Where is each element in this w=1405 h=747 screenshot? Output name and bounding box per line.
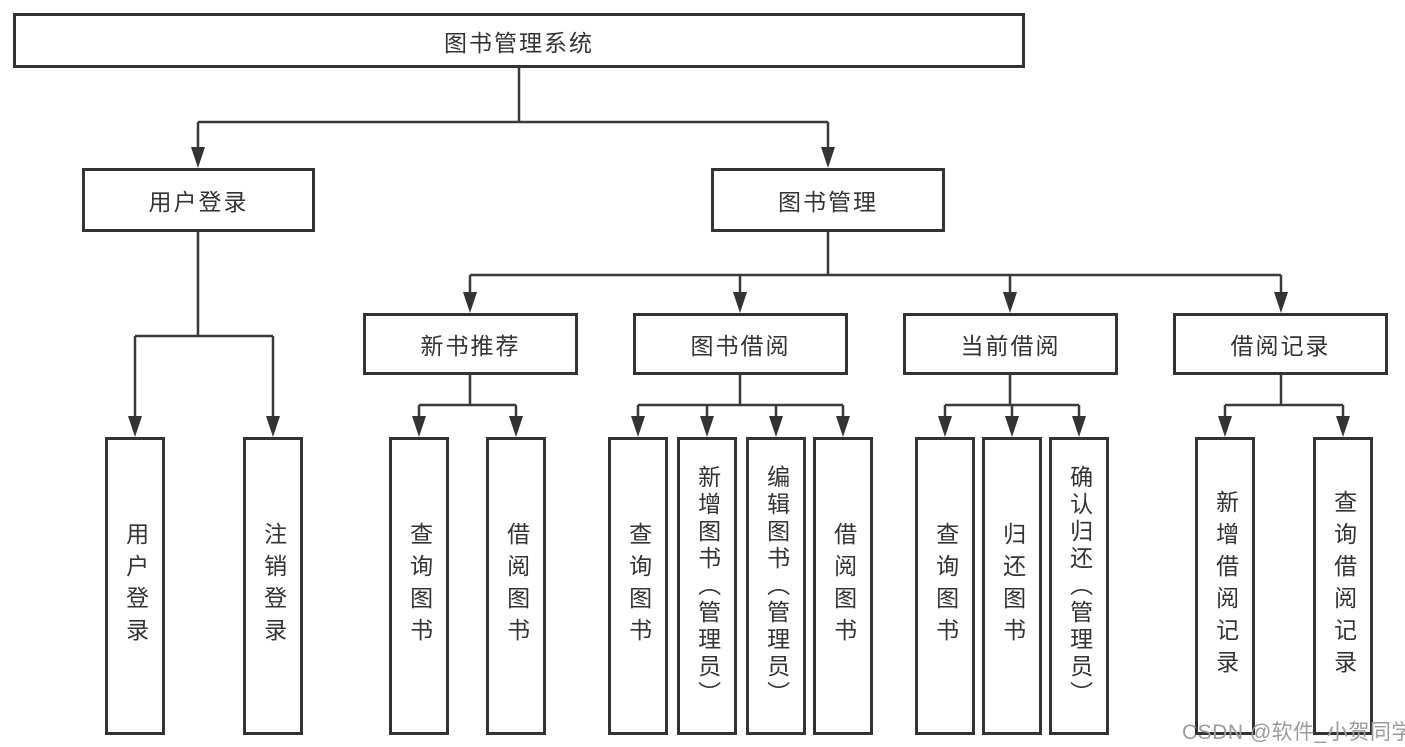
- node-label: 查询图书: [932, 522, 959, 650]
- node-label: 图书管理系统: [444, 29, 594, 56]
- node-query-borrow-record: 查询借阅记录: [1313, 437, 1373, 735]
- node-return-book: 归还图书: [982, 437, 1042, 735]
- node-label: 注销登录: [260, 522, 287, 650]
- node-query-books-current: 查询图书: [915, 437, 975, 735]
- node-label: 借阅记录: [1230, 333, 1331, 359]
- node-user-login-action: 用户登录: [105, 437, 165, 735]
- node-label: 新书推荐: [420, 333, 521, 359]
- node-label: 图书借阅: [690, 333, 791, 359]
- node-label: 查询借阅记录: [1330, 490, 1357, 682]
- node-logout-action: 注销登录: [243, 437, 303, 735]
- node-book-management: 图书管理: [711, 168, 945, 232]
- node-label: 查询图书: [406, 522, 433, 650]
- node-query-books-borrowing: 查询图书: [608, 437, 668, 735]
- node-label: 用户登录: [148, 189, 249, 215]
- node-label: 确认归还（管理员）: [1066, 464, 1093, 708]
- node-add-book-admin: 新增图书（管理员）: [677, 437, 737, 735]
- node-borrow-books-borrowing: 借阅图书: [813, 437, 873, 735]
- node-confirm-return-admin: 确认归还（管理员）: [1049, 437, 1109, 735]
- node-label: 归还图书: [999, 522, 1026, 650]
- node-label: 当前借阅: [960, 333, 1061, 359]
- node-label: 借阅图书: [503, 522, 530, 650]
- node-query-books-recommend: 查询图书: [389, 437, 449, 735]
- node-label: 查询图书: [625, 522, 652, 650]
- node-label: 用户登录: [122, 522, 149, 650]
- node-label: 编辑图书（管理员）: [763, 464, 790, 708]
- node-add-borrow-record: 新增借阅记录: [1195, 437, 1255, 735]
- csdn-watermark: CSDN @软件_小贺同学: [1182, 721, 1405, 744]
- node-borrow-books-recommend: 借阅图书: [486, 437, 546, 735]
- node-label: 新增借阅记录: [1212, 490, 1239, 682]
- node-label: 新增图书（管理员）: [694, 464, 721, 708]
- node-borrow-records: 借阅记录: [1173, 313, 1388, 375]
- node-new-book-recommend: 新书推荐: [363, 313, 578, 375]
- node-current-borrowing: 当前借阅: [903, 313, 1118, 375]
- node-user-login: 用户登录: [82, 168, 315, 232]
- node-book-borrowing: 图书借阅: [633, 313, 848, 375]
- node-label: 图书管理: [778, 189, 878, 215]
- node-label: 借阅图书: [830, 522, 857, 650]
- node-root-library-system: 图书管理系统: [13, 13, 1025, 68]
- node-edit-book-admin: 编辑图书（管理员）: [746, 437, 806, 735]
